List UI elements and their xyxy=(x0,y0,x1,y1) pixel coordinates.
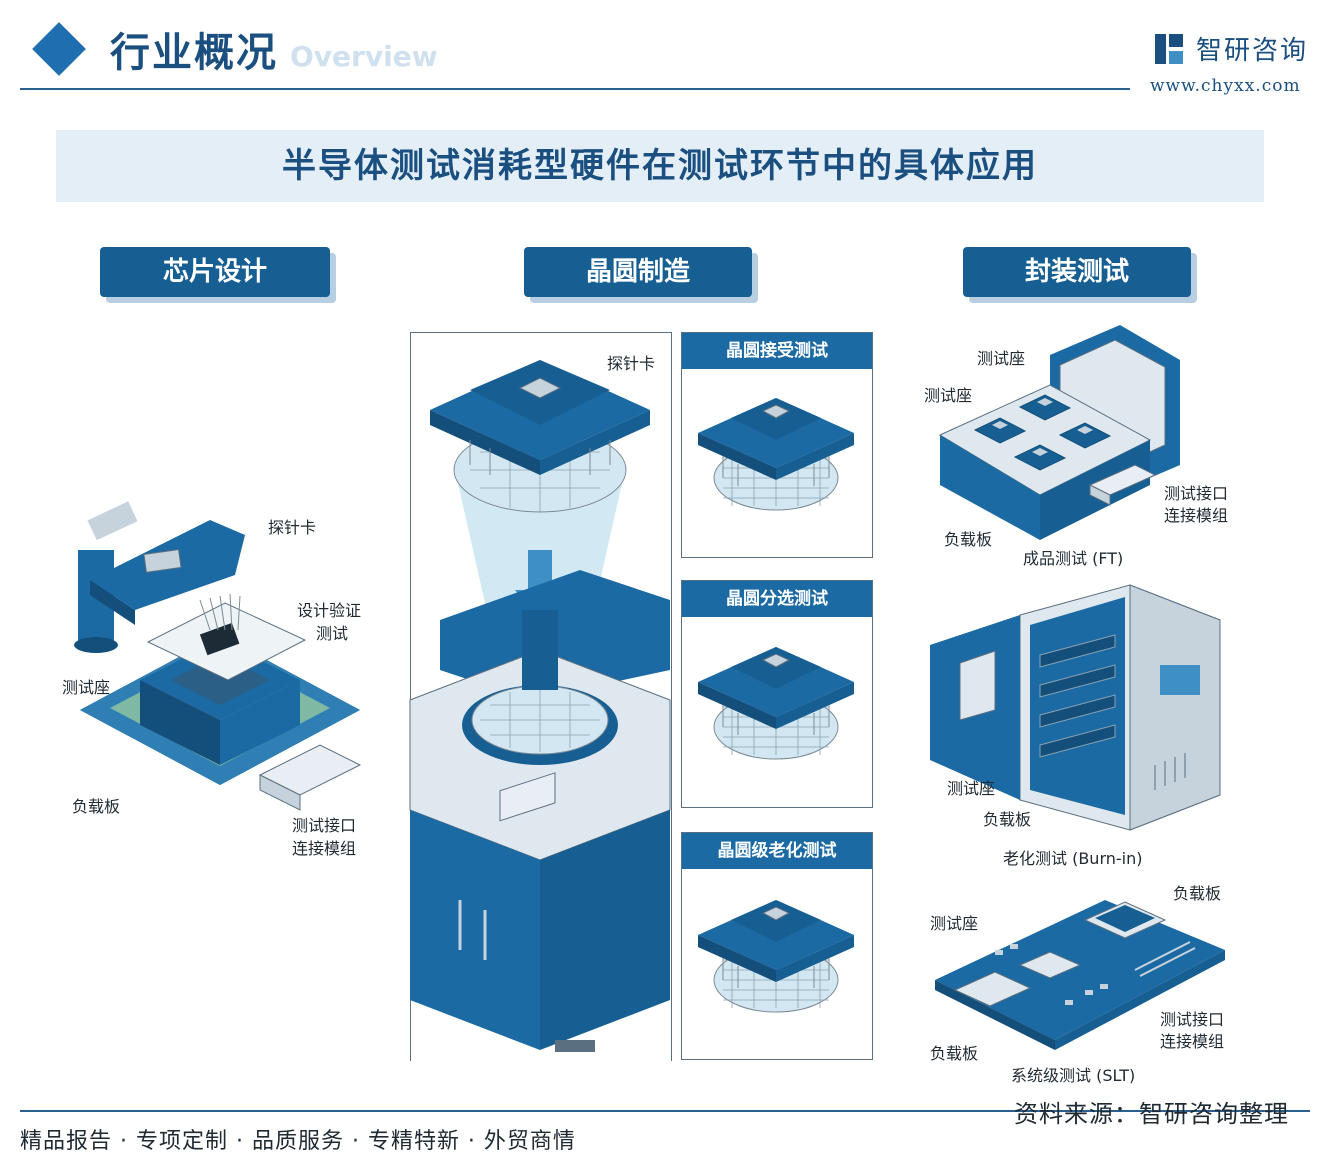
banner-bg xyxy=(56,130,1264,202)
header-diamond-icon xyxy=(32,22,86,76)
logo-name: 智研咨询 xyxy=(1196,36,1309,66)
slt-board-illustration xyxy=(935,900,1225,1050)
ft-label-socket-2: 测试座 xyxy=(924,386,973,405)
page-title: 行业概况 xyxy=(110,30,278,76)
chip-label-probe-card: 探针卡 xyxy=(268,518,317,537)
slt-label-load-board-bottom: 负载板 xyxy=(930,1044,979,1063)
ft-label-interface-2: 连接模组 xyxy=(1164,506,1229,525)
logo-url: www.chyxx.com xyxy=(1150,76,1301,96)
wafer-prober-illustration xyxy=(409,360,671,1052)
ft-label-interface-1: 测试接口 xyxy=(1164,484,1229,503)
slt-caption: 系统级测试 (SLT) xyxy=(1011,1066,1136,1085)
probe-card-mini-2 xyxy=(698,647,854,760)
header-divider xyxy=(20,88,1130,90)
tab-chip-design: 芯片设计 xyxy=(100,247,330,297)
slt-label-load-board-top: 负载板 xyxy=(1173,884,1222,903)
wafer-sort-title: 晶圆分选测试 xyxy=(682,581,872,617)
probe-card-mini-1 xyxy=(698,398,854,511)
chip-label-load-board: 负载板 xyxy=(72,797,121,816)
chip-label-design-verify-2: 测试 xyxy=(316,624,349,643)
probe-card-mini-3 xyxy=(698,900,854,1013)
ft-label-load-board: 负载板 xyxy=(944,530,993,549)
banner-title: 半导体测试消耗型硬件在测试环节中的具体应用 xyxy=(282,146,1038,186)
wafer-burnin-title: 晶圆级老化测试 xyxy=(682,833,872,869)
chip-label-design-verify-1: 设计验证 xyxy=(297,601,362,620)
burnin-oven-illustration xyxy=(930,584,1221,831)
slt-label-interface-2: 连接模组 xyxy=(1160,1032,1225,1051)
logo-icon xyxy=(1155,34,1183,64)
slt-label-socket: 测试座 xyxy=(930,914,979,933)
chip-label-interface-1: 测试接口 xyxy=(292,816,357,835)
ft-caption: 成品测试 (FT) xyxy=(1023,549,1124,568)
footer-divider xyxy=(20,1110,1310,1112)
wafer-acceptance-title: 晶圆接受测试 xyxy=(682,333,872,369)
chip-design-illustration xyxy=(74,501,362,811)
wafer-label-probe-card: 探针卡 xyxy=(607,354,656,373)
tab-wafer-manufacturing: 晶圆制造 xyxy=(524,247,752,297)
burnin-label-socket: 测试座 xyxy=(947,779,996,798)
burnin-label-load-board: 负载板 xyxy=(983,810,1032,829)
ft-label-socket-1: 测试座 xyxy=(977,349,1026,368)
tab-package-test: 封装测试 xyxy=(963,247,1191,297)
burnin-caption: 老化测试 (Burn-in) xyxy=(1003,849,1143,868)
chip-label-test-socket: 测试座 xyxy=(62,678,111,697)
slt-label-interface-1: 测试接口 xyxy=(1160,1010,1225,1029)
chip-label-interface-2: 连接模组 xyxy=(292,839,357,858)
footer-tagline: 精品报告 · 专项定制 · 品质服务 · 专精特新 · 外贸商情 xyxy=(20,1129,576,1154)
footer-source: 资料来源：智研咨询整理 xyxy=(1014,1100,1289,1128)
header-subtitle: Overview xyxy=(290,40,438,73)
ft-tester-illustration xyxy=(938,325,1180,540)
